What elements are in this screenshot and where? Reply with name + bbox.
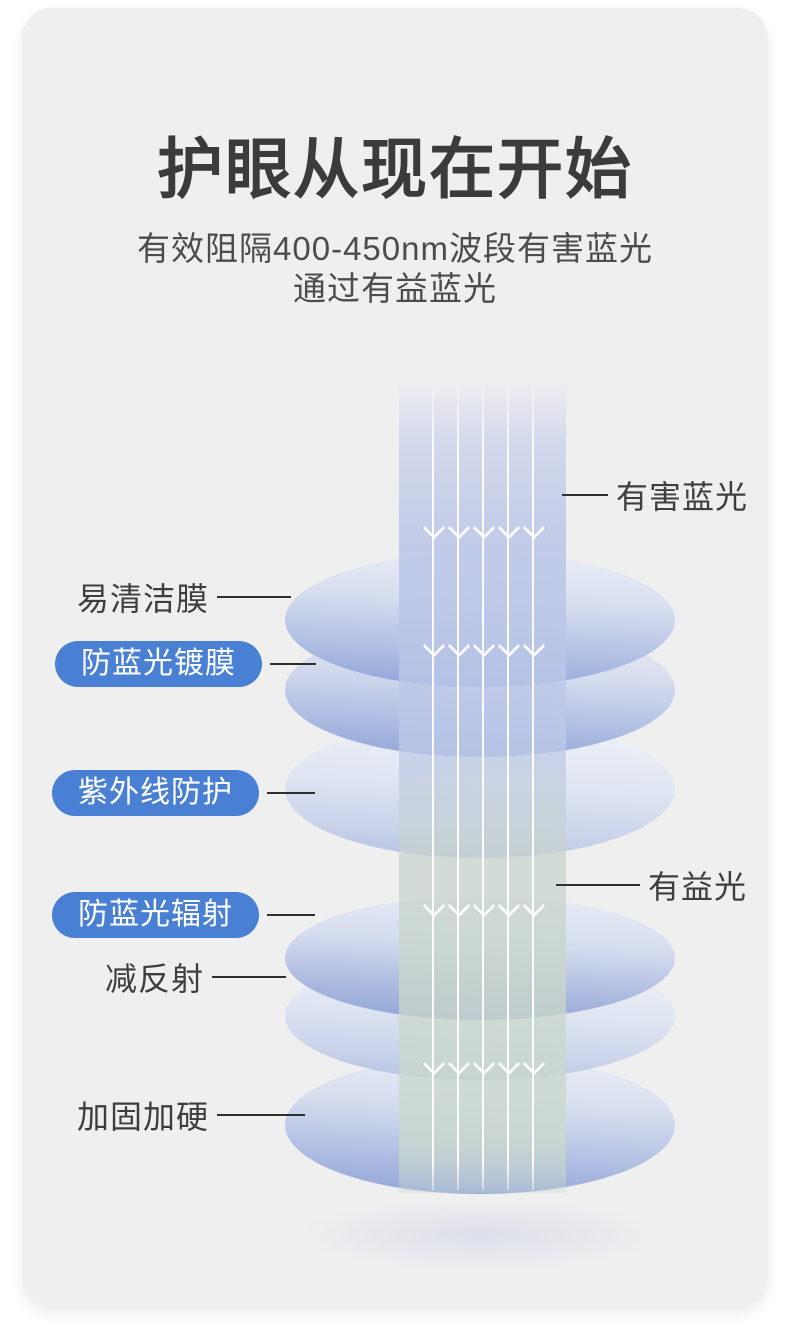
down-arrow-icon	[422, 1052, 446, 1076]
callout-easy-clean-film: 易清洁膜	[77, 574, 292, 620]
callout-line	[562, 494, 608, 496]
down-arrow-icon	[472, 634, 496, 658]
light-ray-line	[507, 388, 509, 1190]
down-arrow-icon	[422, 634, 446, 658]
down-arrow-icon	[472, 1052, 496, 1076]
down-arrow-icon	[497, 894, 521, 918]
down-arrow-icon	[472, 516, 496, 540]
callout-line	[556, 884, 640, 886]
down-arrow-icon	[522, 1052, 546, 1076]
down-arrow-icon	[522, 516, 546, 540]
arrow-row	[422, 516, 546, 540]
layer-label-anti-reflection: 减反射	[105, 961, 205, 997]
layer-label-blue-light-coating: 防蓝光镀膜	[55, 641, 262, 687]
callout-uv-protection: 紫外线防护	[52, 770, 315, 816]
layer-label-hardened: 加固加硬	[77, 1099, 210, 1135]
down-arrow-icon	[497, 1052, 521, 1076]
down-arrow-icon	[447, 516, 471, 540]
callout-line	[267, 914, 315, 916]
subtitle-line-1: 有效阻隔400-450nm波段有害蓝光	[137, 230, 653, 267]
down-arrow-icon	[447, 634, 471, 658]
layer-label-easy-clean-film: 易清洁膜	[77, 581, 210, 617]
callout-line	[212, 976, 287, 978]
callout-anti-reflection: 减反射	[105, 954, 287, 1000]
layer-label-uv-protection: 紫外线防护	[52, 770, 259, 816]
arrow-row	[422, 1052, 546, 1076]
down-arrow-icon	[447, 1052, 471, 1076]
layer-label-blue-light-radiation: 防蓝光辐射	[52, 892, 259, 938]
down-arrow-icon	[522, 634, 546, 658]
down-arrow-icon	[522, 894, 546, 918]
down-arrow-icon	[422, 894, 446, 918]
down-arrow-icon	[422, 516, 446, 540]
callout-line	[217, 1114, 306, 1116]
callout-line	[270, 663, 316, 665]
lens-reflection	[300, 1200, 660, 1270]
beam-label-beneficial: 有益光	[648, 869, 748, 905]
page-title: 护眼从现在开始	[157, 132, 633, 206]
arrow-row	[422, 634, 546, 658]
arrow-row	[422, 894, 546, 918]
down-arrow-icon	[472, 894, 496, 918]
light-ray-line	[482, 388, 484, 1190]
callout-blue-light-radiation: 防蓝光辐射	[52, 892, 315, 938]
beam-label-harmful: 有害蓝光	[616, 479, 749, 515]
subtitle-line-2: 通过有益蓝光	[293, 270, 497, 307]
down-arrow-icon	[447, 894, 471, 918]
callout-blue-light-coating: 防蓝光镀膜	[55, 641, 316, 687]
callout-hardened: 加固加硬	[77, 1092, 306, 1138]
callout-line	[217, 596, 292, 598]
callout-harmful-blue-light: 有害蓝光	[562, 472, 748, 518]
down-arrow-icon	[497, 516, 521, 540]
light-ray-line	[532, 388, 534, 1190]
light-ray-line	[457, 388, 459, 1190]
down-arrow-icon	[497, 634, 521, 658]
light-ray-line	[432, 388, 434, 1190]
callout-line	[267, 792, 315, 794]
callout-beneficial-light: 有益光	[556, 862, 747, 908]
